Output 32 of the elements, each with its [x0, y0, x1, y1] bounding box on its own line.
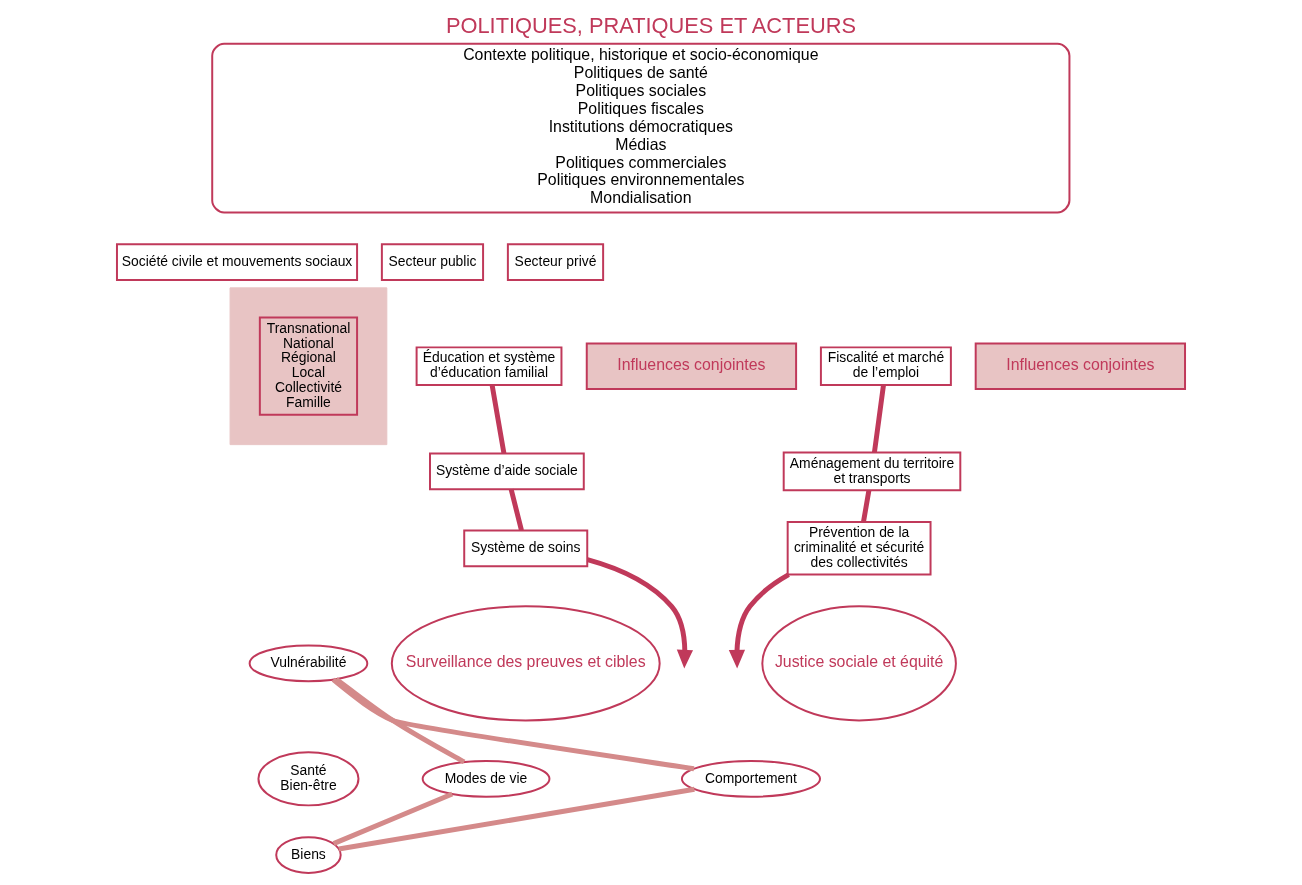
node-ellipse: Comportement [680, 760, 821, 798]
node-ellipse: Justice sociale et équité [761, 605, 957, 722]
connector [334, 677, 466, 765]
node-ellipse: Surveillance des preuves et cibles [390, 605, 661, 722]
node-box: Aménagement du territoire et transports [782, 451, 962, 492]
node-box: Influences conjointes [585, 342, 798, 391]
node-ellipse: Vulnérabilité [248, 644, 369, 683]
node-box: Transnational National Régional Local Collectivité Famille [258, 316, 359, 416]
connector [332, 791, 454, 846]
node-box: Éducation et système d’éducation familial [415, 346, 563, 387]
node-box: Système d’aide sociale [429, 452, 585, 491]
node-ellipse: Modes de vie [421, 760, 551, 798]
cluster [229, 287, 388, 446]
arrow [728, 572, 790, 669]
node-box: Système de soins [463, 529, 589, 568]
node-box: Contexte politique, historique et socio-économique Politiques de santé Politiques sociales Politiques fiscales Institutions démocratiques Médias Politiques commerciales Politiques environnementales Mondialisation [211, 42, 1071, 214]
connector [508, 488, 524, 531]
node-box: Influences conjointes [974, 342, 1186, 391]
connector [489, 384, 507, 454]
diagram-title: POLITIQUES, PRATIQUES ET ACTEURS [445, 13, 857, 39]
connector [861, 490, 872, 523]
node-box: Secteur public [380, 243, 485, 281]
node-box: Fiscalité et marché de l’emploi [819, 346, 952, 387]
node-box: Prévention de la criminalité et sécurité des collectivités [786, 521, 932, 576]
node-ellipse: Biens [275, 836, 342, 874]
connector [331, 677, 695, 772]
node-ellipse: Santé Bien-être [257, 751, 360, 807]
node-box: Secteur privé [506, 243, 605, 281]
connector [338, 786, 695, 852]
connector [872, 384, 886, 453]
node-box: Société civile et mouvements sociaux [116, 243, 359, 281]
arrow [586, 557, 694, 669]
